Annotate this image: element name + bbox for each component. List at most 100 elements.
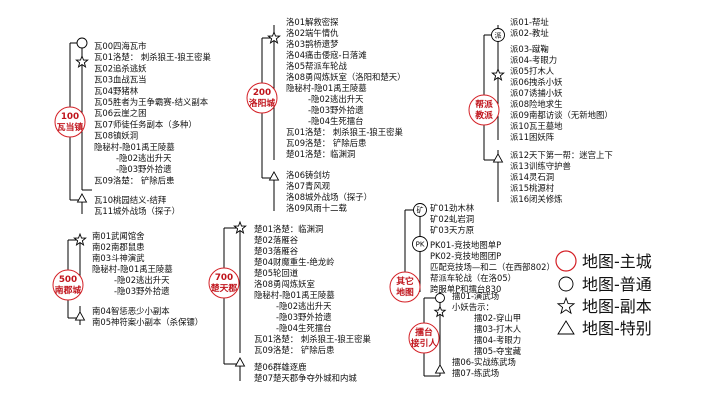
bangpai-item-14: 派15桃源村	[510, 183, 555, 193]
chutian-dungeon-marker	[233, 220, 247, 234]
wudang-item-14: 瓦11城外战场（探子）	[94, 206, 180, 216]
chutian-item-9: -隐04生死擂台	[276, 323, 332, 333]
nanjun-item-7: 南05神符案小副本（杀保镖）	[92, 317, 203, 327]
wudang-item-2: 瓦02追杀逃妖	[94, 63, 147, 73]
luoyang-item-13: 洛06铸剑坊	[286, 170, 331, 180]
hub-qita: 其它 地图	[389, 271, 421, 303]
bangpai-item-9: 派10瓦王墓地	[510, 121, 563, 131]
hub-wudang-name: 瓦当镇	[57, 121, 84, 133]
nanjun-item-2: 南03斗神演武	[92, 253, 145, 263]
leitai-item-5: 擂05-夺宝藏	[474, 346, 522, 356]
hub-qita-line1: 其它	[396, 275, 414, 287]
hub-qita-circle	[389, 271, 421, 303]
luoyang-item-4: 洛05帮派车轮战	[286, 61, 348, 71]
legend: 地图-主城 地图-普通 地图-副本 地图-特别	[555, 250, 652, 338]
chutian-item-8: -隐03野外拾遗	[276, 312, 332, 322]
luoyang-item-8: -隐03野外拾遗	[308, 105, 364, 115]
bangpai-item-4: 派05打木人	[510, 66, 555, 76]
nanjun-item-4: -隐02逃出升天	[114, 275, 170, 285]
bangpai-item-6: 派07诱捕小妖	[510, 88, 563, 98]
nanjun-item-0: 南01武闻馆舍	[92, 231, 145, 241]
wudang-item-11: -隐03野外拾遗	[116, 164, 172, 174]
bangpai-dungeon-marker	[491, 67, 505, 81]
luoyang-special-marker	[268, 171, 280, 181]
hub-bangpai: 帮派 教派	[468, 94, 500, 126]
legend-dungeon-star-icon	[556, 296, 576, 315]
qita-item-2: 矿03天方原	[430, 225, 474, 235]
luoyang-item-0: 洛01解救密探	[286, 17, 339, 27]
hub-nanjun: 500 南郡城	[52, 269, 84, 301]
bangpai-item-3: 派04-考眼力	[510, 55, 557, 65]
qita-mine-marker-circle	[413, 203, 427, 217]
qita-item-6: 帮派车轮战（在洛05）	[430, 273, 516, 283]
hub-nanjun-circle	[52, 269, 84, 301]
leitai-item-7: 擂07-练武场	[452, 368, 499, 378]
bangpai-item-15: 派16闭关修炼	[510, 194, 563, 204]
leitai-item-0: 擂01-演武场	[452, 291, 499, 301]
qita-mine-marker-text: 矿	[417, 206, 424, 215]
bangpai-item-0: 派01-帮址	[510, 17, 549, 27]
bangpai-item-1: 派02-教址	[510, 28, 549, 38]
chutian-item-7: -隐02逃出升天	[276, 301, 332, 311]
wudang-item-4: 瓦04野猪林	[94, 86, 139, 96]
bangpai-item-2: 派03-蹴鞠	[510, 44, 549, 54]
legend-main-city-label: 地图-主城	[582, 252, 652, 271]
luoyang-item-15: 洛08城外战场（探子）	[286, 192, 372, 202]
wudang-item-10: -隐02逃出升天	[116, 153, 172, 163]
wudang-item-9: 隐秘村-隐01禹王陵墓	[94, 142, 175, 152]
nanjun-item-3: 隐秘村-隐01禹王陵墓	[92, 264, 173, 274]
nanjun-item-1: 南02南郡鼠患	[92, 242, 145, 252]
chutian-item-6: 隐秘村-隐01禹王陵墓	[254, 290, 335, 300]
hub-bangpai-line1: 帮派	[475, 98, 493, 110]
bangpai-item-7: 派08险地求生	[510, 99, 563, 109]
legend-normal-label: 地图-普通	[582, 275, 652, 294]
leitai-normal-marker	[435, 293, 445, 303]
legend-special-label: 地图-特别	[582, 319, 652, 338]
hub-chutian-name: 楚天郡	[210, 282, 238, 294]
chutian-item-1: 楚02落雁谷	[254, 235, 299, 245]
qita-pk-marker-circle	[412, 236, 428, 252]
leitai-item-6: 擂06-实战练武场	[452, 357, 516, 367]
leitai-item-2: 擂02-穿山甲	[474, 313, 521, 323]
wudang-item-7: 瓦07师徒任务副本（多种）	[94, 119, 197, 129]
bangpai-special-marker	[492, 153, 504, 163]
luoyang-item-12: 楚01洛楚：临渊洞	[286, 149, 355, 159]
luoyang-item-2: 洛03鹊桥遗梦	[286, 39, 339, 49]
legend-normal-circle	[558, 276, 574, 292]
leitai-special-marker	[434, 364, 446, 374]
wudang-item-8: 瓦08镇妖洞	[94, 131, 138, 141]
luoyang-item-11: 瓦09洛楚： 铲除后患	[286, 138, 366, 148]
chutian-item-11: 瓦09洛楚： 铲除后患	[254, 345, 334, 355]
qita-item-4: PK02-竞技地图团P	[430, 251, 501, 261]
luoyang-item-16: 洛09风雨十二载	[286, 203, 348, 213]
bangpai-item-11: 派12天下第一帮：迷宫上下	[510, 150, 613, 160]
luoyang-item-3: 洛04痛击倭寇-日落滩	[286, 50, 367, 60]
luoyang-item-14: 洛07青风观	[286, 181, 331, 191]
luoyang-item-1: 洛02端午情仇	[286, 28, 339, 38]
hub-chutian-level: 700	[215, 273, 233, 283]
leitai-item-3: 擂03-打木人	[474, 324, 522, 334]
wudang-item-3: 瓦03血战瓦当	[94, 75, 147, 85]
leitai-dungeon-marker	[433, 305, 447, 318]
nanjun-special-marker	[74, 311, 86, 321]
hub-wudang-circle	[54, 106, 86, 138]
bangpai-item-10: 派11困妖阵	[510, 132, 555, 142]
chutian-item-10: 瓦01洛楚： 刺杀狼王-狼王密巢	[254, 334, 371, 344]
chutian-item-13: 楚07楚天郡争夺外城和内城	[254, 373, 357, 383]
luoyang-dungeon-marker	[267, 30, 281, 44]
hub-nanjun-name: 南郡城	[55, 284, 82, 296]
hub-wudang-level: 100	[61, 112, 79, 122]
leitai-item-1: 小妖告示：	[452, 302, 494, 312]
wudang-item-0: 瓦00四海瓦市	[94, 41, 147, 51]
leitai-item-4: 擂04-考眼力	[474, 335, 521, 345]
legend-dungeon-label: 地图-副本	[582, 297, 652, 316]
chutian-special-marker	[234, 357, 246, 367]
nanjun-item-6: 南04智惩恶少小副本	[92, 306, 170, 316]
luoyang-item-9: -隐04生死擂台	[308, 116, 364, 126]
hub-chutian-circle	[208, 267, 240, 299]
bangpai-item-5: 派06拽杀小妖	[510, 77, 563, 87]
qita-pk-marker-text: PK	[416, 241, 425, 249]
hub-nanjun-level: 500	[59, 275, 77, 285]
